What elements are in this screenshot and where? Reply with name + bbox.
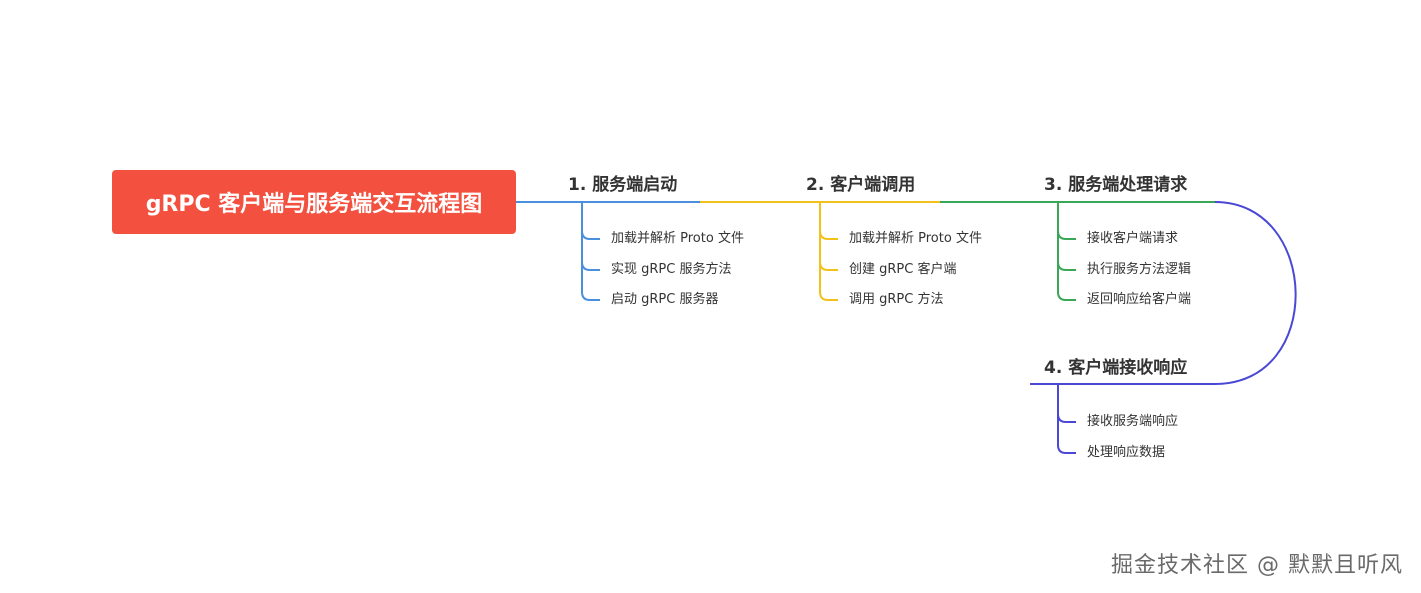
watermark: 掘金技术社区 @ 默默且听风	[1111, 553, 1403, 578]
spine-loop	[1030, 201, 1297, 385]
branch-2-item-3[interactable]: 调用 gRPC 方法	[849, 292, 944, 307]
branch-1-title[interactable]: 1. 服务端启动	[568, 175, 678, 195]
branch-4-title[interactable]: 4. 客户端接收响应	[1044, 358, 1188, 378]
root-node[interactable]: gRPC 客户端与服务端交互流程图	[112, 170, 516, 234]
branch-1-item-2[interactable]: 实现 gRPC 服务方法	[611, 262, 732, 277]
branch-2-item-1[interactable]: 加载并解析 Proto 文件	[849, 231, 982, 246]
branch-2-title[interactable]: 2. 客户端调用	[806, 175, 916, 195]
branch-1-connector	[581, 202, 600, 301]
branch-2-connector	[819, 202, 838, 301]
branch-1-item-1[interactable]: 加载并解析 Proto 文件	[611, 231, 744, 246]
branch-3-item-2[interactable]: 执行服务方法逻辑	[1087, 262, 1192, 277]
branch-2-item-2[interactable]: 创建 gRPC 客户端	[849, 262, 957, 277]
branch-3-item-1[interactable]: 接收客户端请求	[1087, 231, 1179, 246]
branch-3-item-3[interactable]: 返回响应给客户端	[1087, 292, 1192, 307]
branch-4-item-1[interactable]: 接收服务端响应	[1087, 414, 1179, 429]
branch-1-item-3[interactable]: 启动 gRPC 服务器	[611, 292, 719, 307]
branch-3-title[interactable]: 3. 服务端处理请求	[1044, 175, 1188, 195]
branch-3-connector	[1057, 202, 1076, 301]
branch-4-item-2[interactable]: 处理响应数据	[1087, 445, 1166, 460]
branch-4-connector	[1057, 384, 1076, 454]
